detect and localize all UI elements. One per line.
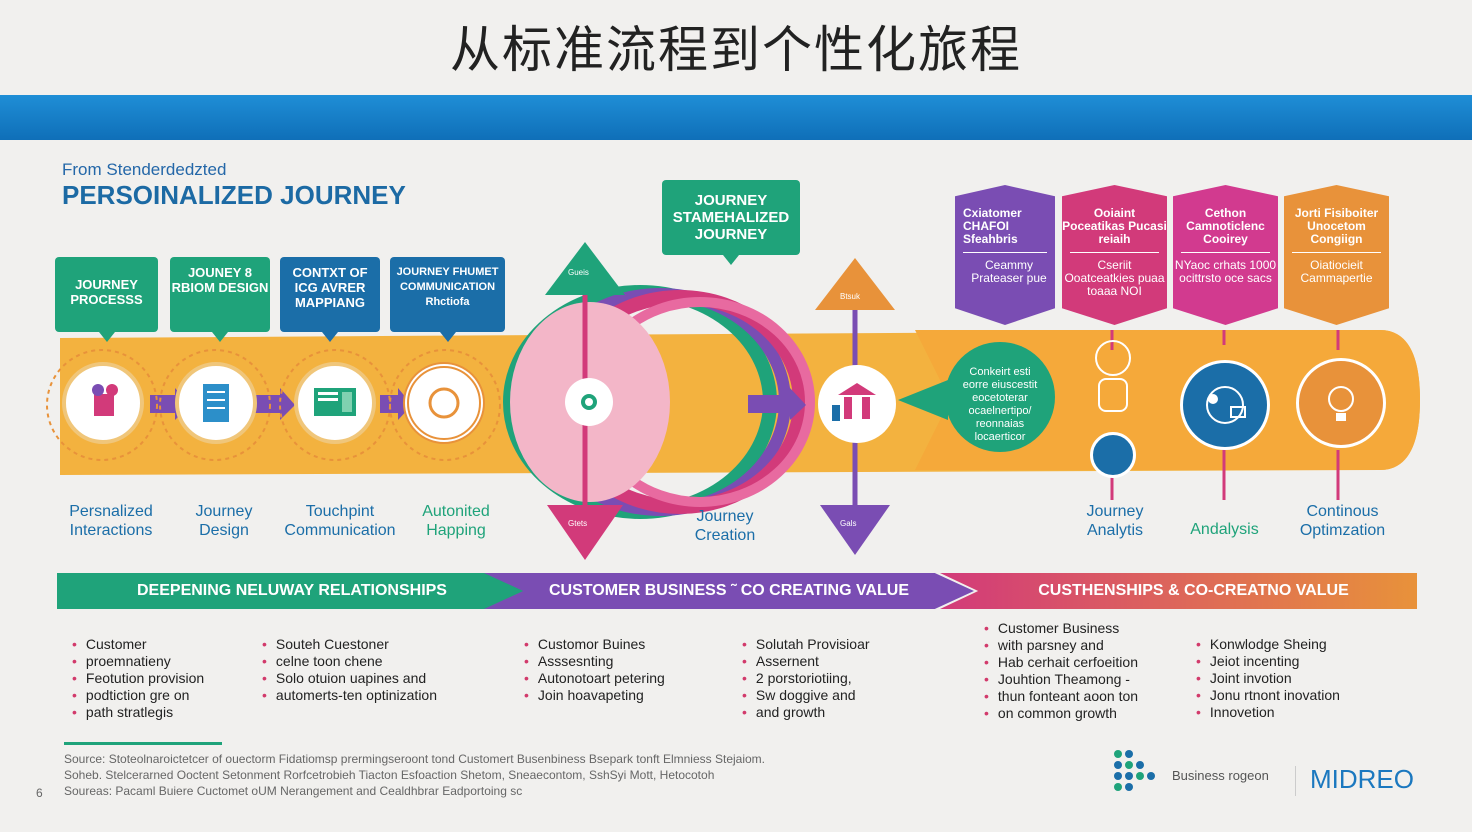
list-item: path stratlegis	[72, 704, 204, 721]
bullet-list-1: Customer proemnatieny Feotution provisio…	[72, 636, 204, 721]
list-item: Solutah Provisioar	[742, 636, 870, 653]
dots-logo-icon	[1114, 750, 1155, 791]
target-icon	[428, 387, 460, 419]
page-title: 从标准流程到个性化旅程	[450, 21, 1022, 79]
stage-label-analytics: Journey Analytis	[1086, 503, 1144, 539]
dashed-orbits	[46, 349, 501, 461]
list-item: Jonu rtnont inovation	[1196, 687, 1340, 704]
list-item: celne toon chene	[262, 653, 437, 670]
banner-joint-campaign: Jorti Fisiboiter Unocetom Congiign Oiati…	[1284, 185, 1389, 325]
banner-customer-connection: Cethon Camnoticlenc Cooirey NYaoc crhats…	[1173, 185, 1278, 325]
list-item: automerts-ten optinization	[262, 687, 437, 704]
stage-label-design: Journey Design	[195, 503, 253, 539]
mapping-circle	[403, 362, 485, 444]
list-item: Join hoavapeting	[524, 687, 665, 704]
arrow-label-down-left: Gtets	[568, 519, 588, 528]
design-circle	[175, 362, 257, 444]
banner-customer-features: Cxiatomer CHAFOI Sfeahbris Ceammy Pratea…	[955, 185, 1055, 325]
banner-point-practices: Ooiaint Poceatikas Pucasi reiaih Cseriit…	[1062, 185, 1167, 325]
subtitle: From Stenderdedzted	[62, 160, 227, 179]
list-item: proemnatieny	[72, 653, 204, 670]
lock-icon	[1098, 378, 1128, 412]
screen-icon	[314, 388, 356, 416]
lightbulb-icon	[1296, 358, 1386, 448]
list-item: Joint invotion	[1196, 670, 1340, 687]
ribbon-co-creating: CUSTOMER BUSINESS ˜ CO CREATING VALUE	[484, 573, 974, 609]
logo-caption: Business rogeon	[1172, 768, 1269, 783]
list-item: thun fonteant aoon ton	[984, 688, 1138, 705]
list-item: Jouhtion Theamong -	[984, 671, 1138, 688]
arrow-label-up-right: Btsuk	[840, 292, 861, 301]
stage-label-interactions: Persnalized Interactions	[69, 503, 153, 539]
analysis-bubble: Conkeirt esti eorre eiuscestit eocetoter…	[945, 342, 1055, 452]
stage-label-analysis: Andalysis	[1190, 521, 1259, 538]
list-item: and growth	[742, 704, 870, 721]
list-item: 2 porstoriotiing,	[742, 670, 870, 687]
list-item: Assernent	[742, 653, 870, 670]
list-item: Feotution provision	[72, 670, 204, 687]
bullet-list-2: Souteh Cuestoner celne toon chene Solo o…	[262, 636, 437, 704]
list-item: Customer Business	[984, 620, 1138, 637]
list-item: Innovetion	[1196, 704, 1340, 721]
ribbon-partnerships: CUSTHENSHIPS & CO-CREATNO VALUE	[940, 573, 1417, 609]
list-item: Konwlodge Sheing	[1196, 636, 1340, 653]
teal-pointer	[898, 380, 948, 420]
creation-circle	[565, 378, 613, 426]
bullet-list-5: Customer Business with parsney and Hab c…	[984, 620, 1138, 722]
connector-arrows	[150, 388, 806, 420]
bullet-list-4: Solutah Provisioar Assernent 2 porstorio…	[742, 636, 870, 721]
list-item: Autonotoart petering	[524, 670, 665, 687]
logo-divider	[1295, 766, 1296, 796]
section-heading: PERSOINALIZED JOURNEY	[62, 180, 406, 210]
list-item: Souteh Cuestoner	[262, 636, 437, 653]
stage-label-communication: Touchpint Communication	[284, 503, 396, 539]
source-divider	[64, 742, 222, 745]
analytics-icon	[1180, 360, 1270, 450]
communication-circle	[294, 362, 376, 444]
document-icon	[203, 384, 229, 422]
stage-label-creation: Journey Creation	[694, 508, 756, 544]
list-item: Customor Buines	[524, 636, 665, 653]
list-item: Asssesnting	[524, 653, 665, 670]
arrow-label-down-right: Gals	[840, 519, 857, 528]
list-item: podtiction gre on	[72, 687, 204, 704]
stage-label-mapping: Autonited Happing	[422, 503, 490, 539]
header-band	[0, 95, 1472, 140]
tag-context-mapping: CONTXT OF ICG AVRER MAPPIANG	[280, 257, 380, 342]
ribbon-relationships: DEEPENING NELUWAY RELATIONSHIPS	[57, 573, 527, 609]
list-item: Customer	[72, 636, 204, 653]
tag-standardized-journey: JOURNEY STAMEHALIZED JOURNEY	[662, 180, 800, 265]
tag-journey-communication: JOURNEY FHUMET COMMUNICATION Rhctiofa	[390, 257, 505, 342]
compass-icon	[1095, 340, 1131, 376]
stage-label-optimization: Continous Optimzation	[1299, 503, 1386, 539]
store-icon	[832, 383, 876, 421]
list-item: Solo otuion uapines and	[262, 670, 437, 687]
journey-creation-circle	[818, 365, 896, 443]
tag-journey-design: JOUNEY 8 RBIOM DESIGN	[170, 257, 270, 342]
bullet-list-6: Konwlodge Sheing Jeiot incenting Joint i…	[1196, 636, 1340, 721]
source-line-3: Soureas: Pacaml Buiere Cuctomet oUM Nera…	[64, 784, 523, 798]
brand-logo: MIDREO	[1310, 764, 1414, 794]
list-item: Jeiot incenting	[1196, 653, 1340, 670]
arrow-label-up-left: Gueis	[568, 268, 589, 277]
tag-journey-process: JOURNEY PROCESSS	[55, 257, 158, 342]
list-item: with parsney and	[984, 637, 1138, 654]
source-line-2: Soheb. Stelcerarned Ooctent Setonment Ro…	[64, 768, 715, 782]
gear-icon	[581, 394, 597, 410]
interaction-circle	[62, 362, 144, 444]
bullet-list-3: Customor Buines Asssesnting Autonotoart …	[524, 636, 665, 704]
list-item: Sw doggive and	[742, 687, 870, 704]
list-item: on common growth	[984, 705, 1138, 722]
list-item: Hab cerhait cerfoeition	[984, 654, 1138, 671]
page-number: 6	[36, 786, 43, 800]
people-icon	[92, 384, 118, 416]
chart-pin-icon	[1090, 432, 1136, 478]
source-line-1: Source: Stoteolnaroictetcer of ouectorm …	[64, 752, 765, 766]
